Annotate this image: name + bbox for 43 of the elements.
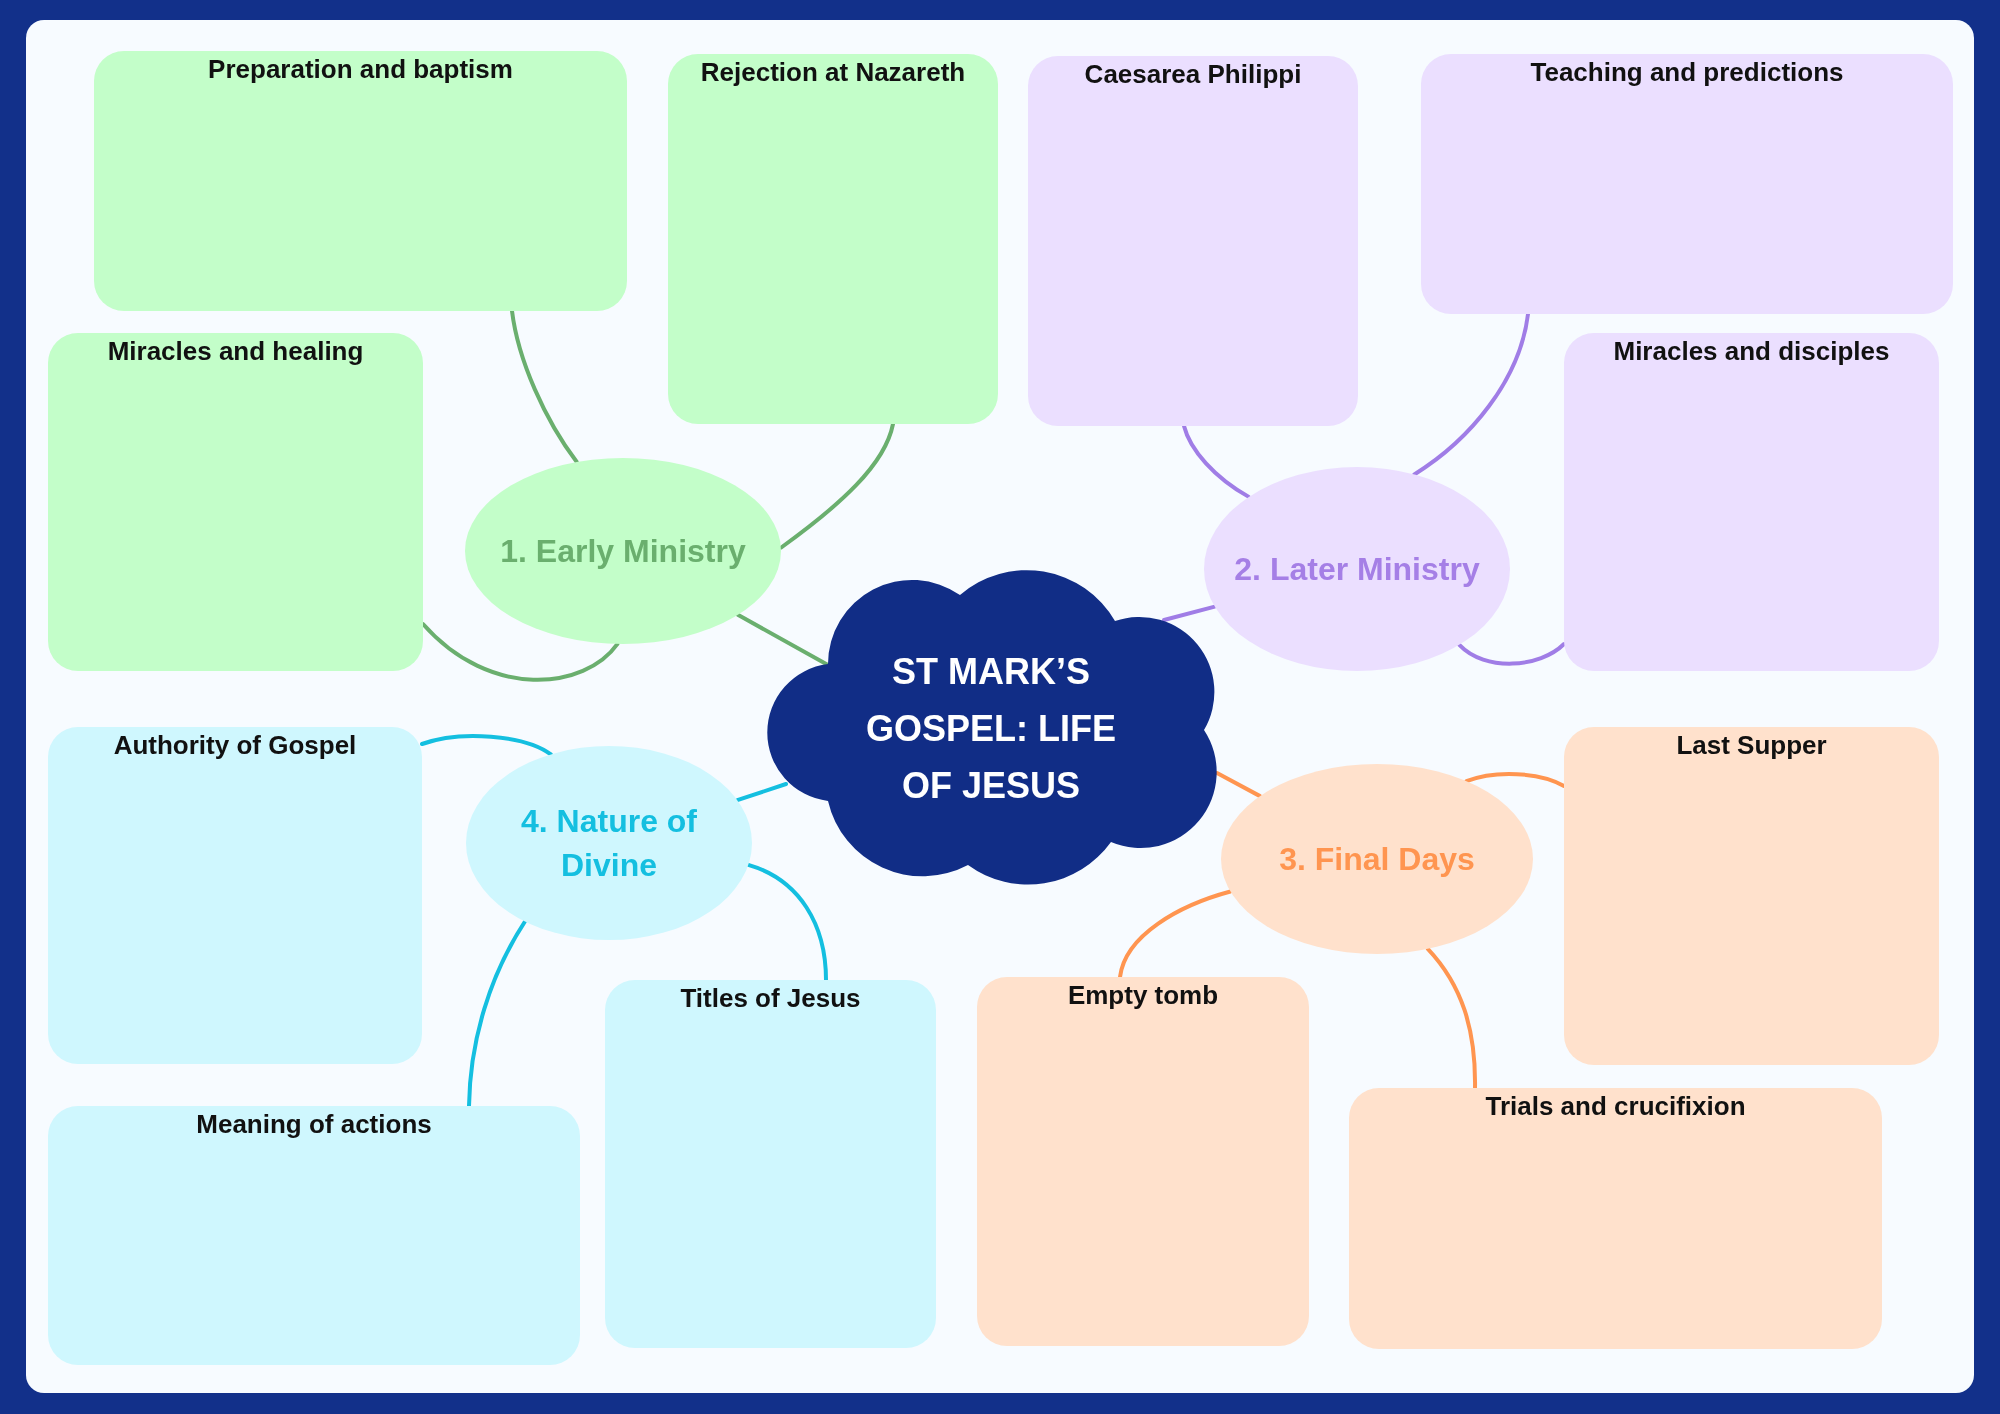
topic-box bbox=[1028, 56, 1358, 426]
topic-box bbox=[1564, 727, 1939, 1065]
connector-line bbox=[746, 862, 828, 982]
box-heading: Meaning of actions bbox=[196, 1109, 432, 1140]
topic-box bbox=[977, 977, 1309, 1346]
topic-box bbox=[48, 333, 423, 671]
connector-line bbox=[1464, 772, 1566, 788]
topic-label: 4. Nature of Divine bbox=[520, 802, 698, 885]
connector-line bbox=[1457, 642, 1566, 666]
box-heading: Titles of Jesus bbox=[680, 983, 861, 1014]
topic-box bbox=[605, 980, 936, 1348]
connector-line bbox=[1412, 312, 1530, 477]
box-heading: Rejection at Nazareth bbox=[700, 57, 966, 88]
connector-line bbox=[735, 782, 788, 803]
box-heading: Teaching and predictions bbox=[1530, 57, 1844, 88]
connector-line bbox=[510, 309, 579, 465]
topic-label: 3. Final Days bbox=[1279, 840, 1475, 879]
box-heading: Preparation and baptism bbox=[208, 54, 513, 85]
topic-box bbox=[668, 54, 998, 424]
connector-line bbox=[467, 919, 527, 1108]
topic-box bbox=[1564, 333, 1939, 671]
connector-line bbox=[421, 622, 620, 682]
topic-box bbox=[48, 727, 422, 1064]
connector-line bbox=[735, 612, 830, 667]
connector-line bbox=[1182, 424, 1251, 499]
box-heading: Caesarea Philippi bbox=[1084, 59, 1302, 90]
connector-line bbox=[1425, 946, 1477, 1090]
topic-box bbox=[94, 51, 627, 311]
box-heading: Trials and crucifixion bbox=[1485, 1091, 1746, 1122]
box-heading: Authority of Gospel bbox=[113, 730, 357, 761]
connector-line bbox=[420, 734, 553, 757]
topic-label: 2. Later Ministry bbox=[1234, 550, 1480, 589]
topic-box bbox=[1349, 1088, 1882, 1349]
topic-label: 1. Early Ministry bbox=[500, 532, 746, 571]
topic-box bbox=[1421, 54, 1953, 314]
connector-line bbox=[1215, 771, 1263, 799]
central-title: ST MARK’S GOSPEL: LIFE OF JESUS bbox=[865, 649, 1117, 808]
box-heading: Empty tomb bbox=[1067, 980, 1219, 1011]
connector-line bbox=[1118, 889, 1233, 979]
box-heading: Miracles and healing bbox=[107, 336, 364, 367]
box-heading: Last Supper bbox=[1676, 730, 1827, 761]
topic-box bbox=[48, 1106, 580, 1365]
box-heading: Miracles and disciples bbox=[1613, 336, 1890, 367]
